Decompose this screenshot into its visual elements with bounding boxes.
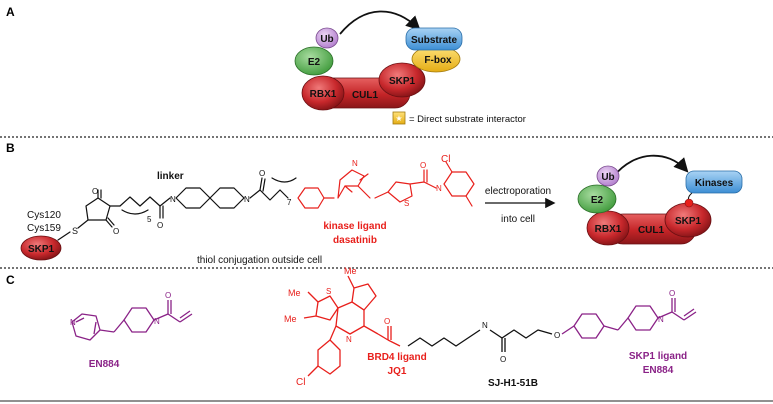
legend-text: = Direct substrate interactor [409, 114, 526, 125]
jq1-label: JQ1 [388, 366, 407, 377]
panel-b-conjugate: SKP1 Cys120 Cys159 S [20, 154, 475, 266]
kinase-ligand-label: kinase ligand [323, 221, 386, 232]
ub-transfer-arrow [339, 10, 421, 35]
fbox-label-a: F-box [424, 55, 452, 66]
ub-shape-b [596, 165, 620, 187]
me-label-3: Me [344, 266, 357, 276]
rbx1-label-b: RBX1 [595, 224, 622, 235]
pyridine-n: N [70, 318, 76, 327]
cul1-label-a: CUL1 [352, 90, 379, 101]
me-label-1: Me [288, 288, 301, 298]
en884-label-left: EN884 [89, 359, 120, 370]
subscript-5: 5 [147, 215, 152, 224]
rbx1-shape-b [586, 210, 630, 246]
ub-shape [315, 27, 339, 49]
nitrogen-2: N [244, 195, 250, 204]
substrate-shape [405, 27, 463, 51]
thiol-conjugation-label: thiol conjugation outside cell [197, 255, 322, 266]
carbonyl-o-red: O [420, 161, 426, 170]
kinases-label: Kinases [695, 178, 734, 189]
carbonyl-o-2: O [113, 227, 119, 236]
e2-shape [294, 46, 334, 76]
acryl-o-right: O [669, 289, 675, 298]
ub-transfer-arrow-b [613, 154, 689, 177]
c-linker-structure [407, 329, 553, 352]
panel-label-b: B [6, 141, 15, 155]
legend-star-icon: ★ [395, 114, 402, 123]
panel-label-c: C [6, 273, 15, 287]
subscript-7: 7 [287, 198, 292, 207]
legend-swatch [392, 111, 406, 125]
brd4-ligand-label: BRD4 ligand [367, 352, 426, 363]
dasatinib-label: dasatinib [333, 235, 377, 246]
jq1-structure [303, 275, 401, 377]
panel-label-a: A [6, 5, 15, 19]
electroporation-label: electroporation [485, 186, 551, 197]
ub-label-b: Ub [601, 172, 614, 183]
amide-nh: N [436, 184, 442, 193]
cul1-label-b: CUL1 [638, 225, 665, 236]
piperidine-n-right: N [658, 315, 664, 324]
piperidine-n-left: N [154, 317, 160, 326]
rbx1-label-a: RBX1 [310, 89, 337, 100]
e2-label-b: E2 [591, 195, 604, 206]
acryl-o-left: O [165, 291, 171, 300]
cl-label-b: Cl [441, 154, 450, 165]
en884-label-right: EN884 [643, 365, 674, 376]
cys159-label: Cys159 [27, 223, 61, 234]
linker-structure [57, 177, 297, 241]
skp1-shape-a [378, 62, 426, 98]
skp1-shape-b [20, 235, 62, 261]
panel-b-complex: Ub E2 RBX1 CUL1 SKP1 Kinases [577, 154, 743, 246]
en884-structure [71, 300, 193, 341]
kinases-shape [685, 170, 743, 194]
skp1-label-b: SKP1 [28, 244, 55, 255]
nitrogen-1: N [170, 195, 176, 204]
legend: ★ = Direct substrate interactor [392, 111, 526, 125]
sj-compound-label: SJ-H1-51B [488, 378, 538, 389]
electroporation-step: electroporation into cell [485, 186, 556, 225]
e2-label-a: E2 [308, 57, 321, 68]
me-label-2: Me [284, 314, 297, 324]
carbonyl-o-4: O [259, 169, 265, 178]
amide-o-c: O [500, 355, 506, 364]
substrate-label-a: Substrate [411, 35, 458, 46]
cl-label-c: Cl [296, 377, 305, 388]
diazepine-n: N [346, 335, 352, 344]
into-cell-label: into cell [501, 214, 535, 225]
skp1-label-b2: SKP1 [675, 216, 702, 227]
pyrimidine-n: N [352, 159, 358, 168]
sulfur-atom: S [72, 226, 78, 236]
carbonyl-o-3: O [157, 221, 163, 230]
cys120-label: Cys120 [27, 210, 61, 221]
amide-n-c: N [482, 321, 488, 330]
rbx1-shape [301, 75, 345, 111]
ligand-sphere [684, 198, 694, 208]
carbonyl-o-1: O [92, 187, 98, 196]
dasatinib-structure [297, 161, 475, 209]
skp1-ligand-label: SKP1 ligand [629, 351, 687, 362]
linker-label: linker [157, 171, 184, 182]
thiazole-s: S [404, 199, 409, 208]
en884-structure-right [561, 298, 697, 339]
ub-label-a: Ub [320, 34, 333, 45]
skp1-label-a: SKP1 [389, 76, 416, 87]
e2-shape-b [577, 184, 617, 214]
jq1-carbonyl-o: O [384, 317, 390, 326]
ether-o-c: O [554, 331, 560, 340]
thiophene-s: S [326, 287, 331, 296]
panel-a-complex: Ub E2 RBX1 CUL1 SKP1 F-box Substrate [294, 10, 463, 111]
